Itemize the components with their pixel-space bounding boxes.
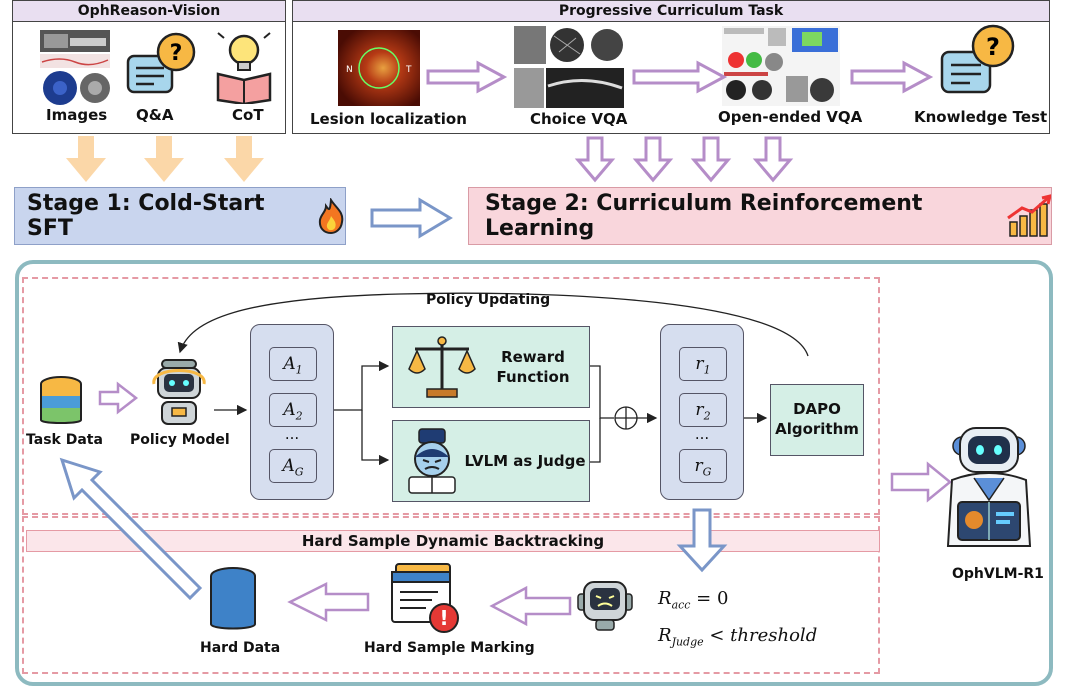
database-icon: [40, 376, 82, 424]
reward-g: rG: [679, 449, 727, 483]
svg-text:?: ?: [170, 41, 183, 66]
svg-text:?: ?: [986, 33, 1000, 61]
reward-1: r1: [679, 347, 727, 381]
curriculum-title: Progressive Curriculum Task: [293, 1, 1049, 22]
svg-text:!: !: [439, 606, 448, 630]
answers-column: A1 A2 ... AG: [250, 324, 334, 500]
hard-sample-region: [22, 516, 880, 674]
reward-function-label: Reward Function: [496, 348, 570, 386]
reward-2: r2: [679, 393, 727, 427]
cot-lightbulb-book-icon: [216, 32, 272, 104]
answer-2: A2: [269, 393, 317, 427]
qa-label: Q&A: [136, 106, 174, 124]
dapo-algorithm-box: DAPO Algorithm: [770, 384, 864, 456]
policy-model-label: Policy Model: [130, 432, 230, 448]
lesion-localization-label: Lesion localization: [310, 110, 467, 128]
knowledge-test-icon: ?: [940, 24, 1015, 94]
document-warning-icon: !: [391, 563, 459, 633]
fundus-temporal-mark: T: [405, 65, 412, 75]
purple-down-arrows: [574, 136, 794, 183]
hard-sample-title: Hard Sample Dynamic Backtracking: [301, 532, 605, 550]
fundus-nasal-mark: N: [346, 65, 353, 75]
hard-data-label: Hard Data: [200, 640, 281, 656]
judge-face-icon: [408, 428, 456, 494]
fundus-image: N T: [338, 30, 420, 106]
output-model-label: OphVLM-R1: [952, 566, 1044, 582]
growth-chart-icon: [1007, 194, 1051, 237]
answer-ellipsis: ...: [284, 425, 300, 443]
stage1-box: Stage 1: Cold-Start SFT: [14, 187, 346, 245]
curriculum-arrows: [426, 60, 934, 94]
cot-label: CoT: [232, 106, 264, 124]
reward-ellipsis: ...: [694, 425, 710, 443]
answer-1: A1: [269, 347, 317, 381]
stage1-label: Stage 1: Cold-Start SFT: [27, 191, 265, 241]
choice-vqa-label: Choice VQA: [530, 110, 628, 128]
hard-sample-title-bar: Hard Sample Dynamic Backtracking: [26, 530, 880, 552]
choice-vqa-images: [514, 26, 624, 108]
sad-robot-icon: [577, 581, 633, 631]
lvlm-judge-label: LVLM as Judge: [464, 452, 586, 470]
scales-icon: [408, 336, 476, 398]
orange-down-arrows: [66, 136, 264, 182]
open-ended-vqa-images: [722, 26, 840, 106]
robot-headset-icon: [152, 359, 206, 425]
qa-speech-icon: ?: [126, 32, 196, 94]
lvlm-judge-box: LVLM as Judge: [392, 420, 590, 502]
answer-g: AG: [269, 449, 317, 483]
doctor-robot-icon: [946, 427, 1032, 547]
open-ended-vqa-label: Open-ended VQA: [718, 108, 863, 126]
images-thumbnail: [40, 30, 110, 105]
policy-updating-label: Policy Updating: [426, 292, 551, 308]
task-data-label: Task Data: [26, 432, 103, 448]
stage2-label: Stage 2: Curriculum Reinforcement Learni…: [485, 191, 923, 241]
images-label: Images: [46, 106, 108, 124]
knowledge-test-label: Knowledge Test: [914, 108, 1048, 126]
hard-data-database-icon: [210, 567, 256, 630]
stage2-box: Stage 2: Curriculum Reinforcement Learni…: [468, 187, 1052, 245]
accuracy-condition: Racc = 0: [658, 588, 729, 612]
dapo-label: DAPO Algorithm: [775, 400, 859, 438]
training-framework-frame: [15, 260, 1053, 686]
flame-icon: [318, 198, 344, 234]
judge-condition: RJudge < threshold: [658, 625, 818, 649]
policy-updating-region: [22, 277, 880, 515]
reward-function-box: Reward Function: [392, 326, 590, 408]
ophreason-title: OphReason-Vision: [13, 1, 285, 22]
stage-arrow: [370, 197, 453, 239]
hard-sample-marking-label: Hard Sample Marking: [364, 640, 535, 656]
rewards-column: r1 r2 ... rG: [660, 324, 744, 500]
